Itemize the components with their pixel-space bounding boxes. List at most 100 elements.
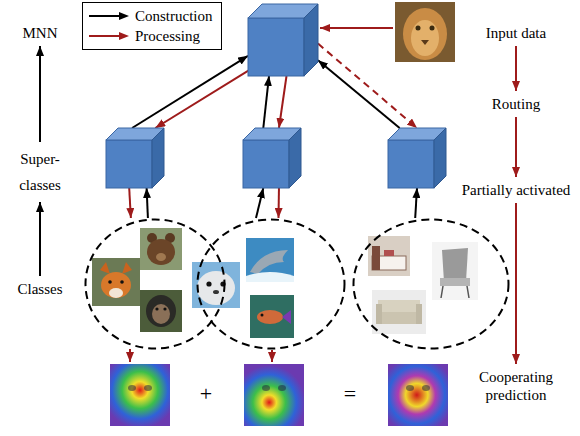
construction-arrow	[147, 188, 148, 218]
legend-arrow-line	[89, 35, 121, 37]
construction-arrow	[263, 76, 269, 128]
monkey-photo	[140, 290, 182, 332]
dolphin-photo	[250, 250, 288, 274]
monkey-photo	[163, 307, 166, 310]
legend-arrow-sample	[89, 11, 129, 21]
lion-photo	[403, 8, 447, 60]
dashed-circle	[86, 220, 225, 349]
model-cube	[388, 128, 446, 188]
processing-arrow	[279, 76, 287, 128]
heatmap-image	[128, 385, 136, 391]
node-shape	[248, 4, 318, 76]
legend-row: Processing	[89, 26, 213, 46]
processing-arrow	[155, 67, 253, 128]
output-arrow	[271, 350, 273, 362]
flow-arrow	[39, 202, 41, 276]
legend-box: ConstructionProcessing	[82, 2, 222, 50]
cube-front	[243, 140, 289, 188]
fox-photo	[109, 288, 123, 298]
stage-label: Classes	[5, 280, 75, 298]
chair-photo	[441, 286, 469, 298]
monkey-photo	[152, 304, 170, 324]
processing-arrow	[278, 188, 280, 218]
chair-photo	[442, 248, 468, 282]
legend-arrow-head	[119, 12, 129, 20]
model-cube	[248, 4, 318, 76]
monkey-photo	[146, 295, 176, 327]
heatmap-image	[388, 364, 448, 426]
sofa-photo	[372, 290, 426, 334]
legend-text: Processing	[135, 28, 200, 45]
bed-photo	[368, 236, 410, 276]
legend-arrow-head	[119, 32, 129, 40]
legend-arrow-sample	[89, 31, 129, 41]
fox-photo	[108, 280, 112, 284]
construction-arrow	[256, 188, 263, 218]
sofa-photo	[376, 312, 422, 324]
lion-photo	[416, 26, 421, 31]
node-shape	[243, 128, 301, 188]
model-cube	[106, 128, 164, 188]
sofa-photo	[378, 300, 420, 314]
cube-side	[304, 4, 318, 76]
flow-arrow	[515, 117, 517, 177]
processing-arrow	[129, 188, 131, 218]
stage-label: Super- classes	[5, 146, 75, 198]
class-group-circle	[352, 218, 510, 350]
fox-photo	[101, 272, 131, 298]
node-shape	[106, 128, 164, 188]
cube-front	[106, 140, 152, 188]
chair-photo	[432, 242, 478, 300]
node-shape	[352, 218, 510, 350]
dolphin-photo	[246, 238, 294, 282]
output-arrow	[129, 349, 131, 362]
construction-arrow	[318, 60, 400, 128]
heatmap-image	[144, 385, 152, 391]
flow-arrow	[515, 46, 517, 91]
operator-symbol: =	[340, 382, 360, 406]
bear-photo	[156, 253, 166, 261]
chair-photo	[432, 242, 478, 300]
fox-photo	[92, 258, 140, 306]
heatmap-image	[278, 385, 286, 391]
legend-arrow-line	[89, 15, 121, 17]
seal-photo	[206, 281, 211, 286]
node-shape	[196, 218, 346, 350]
seal-photo	[213, 290, 219, 294]
cube-side	[152, 128, 164, 188]
fox-photo	[120, 280, 124, 284]
heatmap-image	[110, 364, 170, 426]
legend-text: Construction	[135, 8, 213, 25]
lion-photo	[411, 20, 439, 56]
flow-arrow	[515, 203, 517, 364]
flow-arrow	[39, 46, 41, 142]
fish-photo	[261, 314, 264, 317]
monkey-photo	[140, 290, 182, 332]
class-group-circle	[84, 218, 226, 350]
heatmap-image	[262, 385, 270, 391]
heatmap-image	[244, 364, 304, 426]
model-cube	[243, 128, 301, 188]
sofa-photo	[372, 290, 426, 334]
stage-label: MNN	[5, 24, 75, 42]
cube-side	[434, 128, 446, 188]
cube-front	[388, 140, 434, 188]
dolphin-photo	[246, 272, 294, 282]
construction-arrow	[415, 188, 417, 218]
fish-photo	[250, 295, 294, 338]
bear-photo	[140, 228, 182, 270]
sofa-photo	[376, 304, 382, 324]
heatmap-image	[422, 385, 430, 391]
bed-photo	[368, 236, 410, 276]
construction-arrow	[132, 56, 248, 128]
node-shape	[388, 128, 446, 188]
seal-photo	[197, 271, 235, 305]
fish-photo	[250, 295, 294, 338]
dashed-circle	[354, 220, 509, 349]
bear-photo	[147, 239, 175, 265]
dolphin-photo	[246, 238, 294, 282]
sofa-photo	[416, 304, 422, 324]
stage-label: Cooperating prediction	[458, 368, 574, 404]
stage-label: Routing	[458, 95, 574, 113]
